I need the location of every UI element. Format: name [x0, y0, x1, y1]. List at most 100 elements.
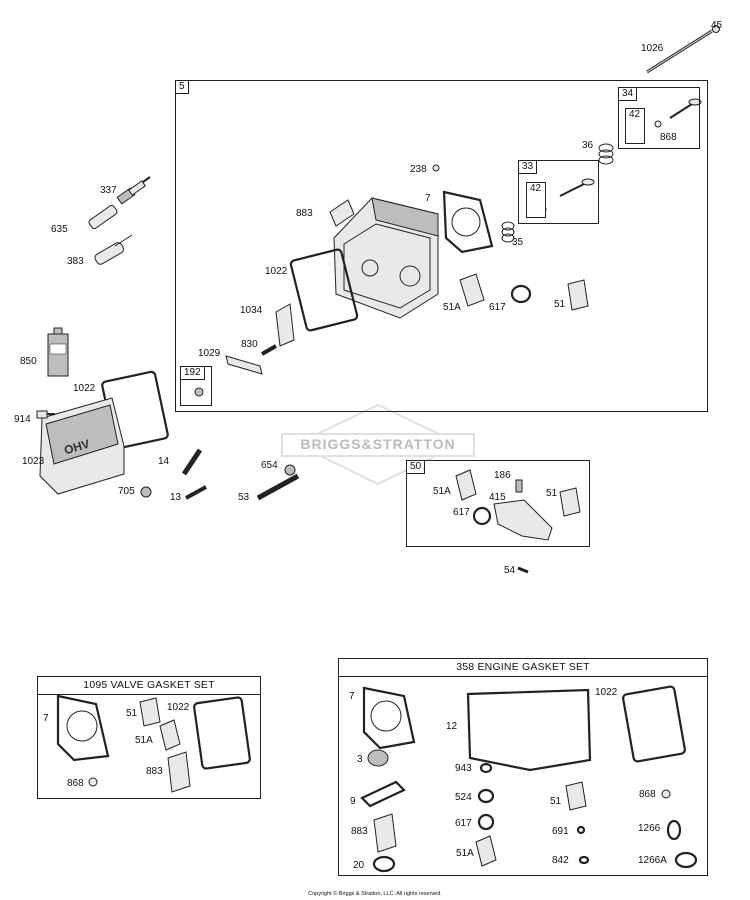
egs-gasket-883 — [373, 813, 397, 853]
valve-gasket-set-title: 1095 VALVE GASKET SET — [38, 677, 260, 695]
cylinder-head-part — [333, 197, 439, 319]
valve-33-part — [559, 178, 595, 197]
vgs-label-868: 868 — [67, 778, 84, 789]
vgs-label-1022: 1022 — [167, 702, 190, 713]
manifold-415-part — [493, 499, 553, 541]
egs-label-7: 7 — [349, 691, 355, 702]
valve-34-part — [669, 98, 702, 119]
egs-gasket-12 — [466, 688, 592, 772]
bracket-1029-part — [225, 355, 263, 375]
egs-seal-3 — [367, 749, 389, 767]
label-53: 53 — [238, 492, 250, 503]
gasket-51a-main — [459, 273, 485, 307]
label-1026: 1026 — [641, 43, 664, 54]
egs-oring-943 — [479, 762, 493, 774]
egs-label-51: 51 — [550, 796, 562, 807]
nut-705-part — [140, 486, 152, 498]
engine-gasket-set-box: 358 ENGINE GASKET SET — [338, 658, 708, 876]
stud-13-part — [185, 485, 207, 500]
label-1022-main: 1022 — [265, 266, 288, 277]
valve-gasket-set-box: 1095 VALVE GASKET SET — [37, 676, 261, 799]
plug-192-part — [194, 387, 204, 397]
egs-seal-20 — [372, 855, 396, 873]
vgs-label-51a: 51A — [135, 735, 153, 746]
egs-gasket-51 — [565, 781, 587, 811]
fitting-830-part — [261, 344, 277, 356]
gasket-883-part — [329, 199, 355, 227]
label-1023: 1023 — [22, 456, 45, 467]
label-1034: 1034 — [240, 305, 263, 316]
egs-head-gasket-7 — [362, 686, 416, 750]
egs-gasket-51a — [475, 835, 497, 867]
egs-label-1022: 1022 — [595, 687, 618, 698]
bolt-914-part — [36, 410, 55, 419]
push-rod-part — [646, 25, 720, 74]
valve-box-33-number: 33 — [518, 160, 538, 174]
valve-box-33 — [518, 160, 599, 224]
label-705: 705 — [118, 486, 135, 497]
label-238: 238 — [410, 164, 427, 175]
manifold-box-number: 50 — [406, 460, 426, 474]
gasket-51-sub — [559, 487, 581, 517]
label-54: 54 — [504, 565, 516, 576]
egs-oring-1266a — [674, 851, 698, 869]
vgs-gasket-51a — [159, 719, 181, 751]
label-186: 186 — [494, 470, 511, 481]
label-617-sub: 617 — [453, 507, 470, 518]
egs-label-51a: 51A — [456, 848, 474, 859]
label-1029: 1029 — [198, 348, 221, 359]
label-13: 13 — [170, 492, 182, 503]
egs-label-524: 524 — [455, 792, 472, 803]
egs-oring-842 — [578, 855, 590, 865]
main-assembly-box — [175, 80, 708, 412]
oring-617-main — [510, 284, 532, 304]
vgs-label-51: 51 — [126, 708, 138, 719]
vgs-label-883: 883 — [146, 766, 163, 777]
egs-label-943: 943 — [455, 763, 472, 774]
egs-label-1266: 1266 — [638, 823, 661, 834]
egs-oring-691 — [576, 825, 586, 835]
egs-oring-524 — [477, 788, 495, 804]
label-36: 36 — [582, 140, 594, 151]
label-337: 337 — [100, 185, 117, 196]
spark-plug-part — [116, 176, 151, 205]
engine-gasket-set-title: 358 ENGINE GASKET SET — [339, 659, 707, 677]
egs-label-691: 691 — [552, 826, 569, 837]
pin-238-part — [432, 164, 440, 172]
egs-gasket-9 — [360, 780, 406, 808]
manifold-box-50 — [406, 460, 590, 547]
label-383: 383 — [67, 256, 84, 267]
vgs-gasket-883 — [167, 751, 191, 793]
label-35: 35 — [512, 237, 524, 248]
valve-spring-36-part — [598, 143, 614, 165]
head-gasket-7-part — [442, 190, 494, 254]
egs-label-12: 12 — [446, 721, 458, 732]
gasket-51-main — [567, 279, 589, 311]
egs-label-883: 883 — [351, 826, 368, 837]
egs-oring-617 — [477, 813, 495, 831]
egs-label-617: 617 — [455, 818, 472, 829]
watermark-text: BRIGGS&STRATTON — [300, 436, 456, 452]
label-51a-main: 51A — [443, 302, 461, 313]
egs-label-1266a: 1266A — [638, 855, 667, 866]
valve-box-34 — [618, 87, 700, 149]
nut-654-part — [284, 464, 296, 476]
egs-retainer-868 — [661, 789, 671, 799]
fitting-186-part — [515, 479, 523, 493]
oring-617-sub — [472, 506, 492, 526]
plug-box-192-number: 192 — [180, 366, 205, 380]
vgs-label-7: 7 — [43, 713, 49, 724]
egs-label-20: 20 — [353, 860, 365, 871]
egs-label-9: 9 — [350, 796, 356, 807]
vgs-gasket-1022 — [193, 696, 251, 770]
briggs-stratton-watermark — [281, 403, 475, 486]
copyright-footer: Copyright © Briggs & Stratton, LLC. All … — [308, 891, 442, 897]
ground-wire-part — [94, 234, 133, 265]
egs-label-868: 868 — [639, 789, 656, 800]
retainer-868-a — [654, 120, 662, 128]
spark-plug-boot-part — [88, 204, 118, 230]
label-51-sub: 51 — [546, 488, 558, 499]
label-45: 45 — [711, 20, 723, 31]
